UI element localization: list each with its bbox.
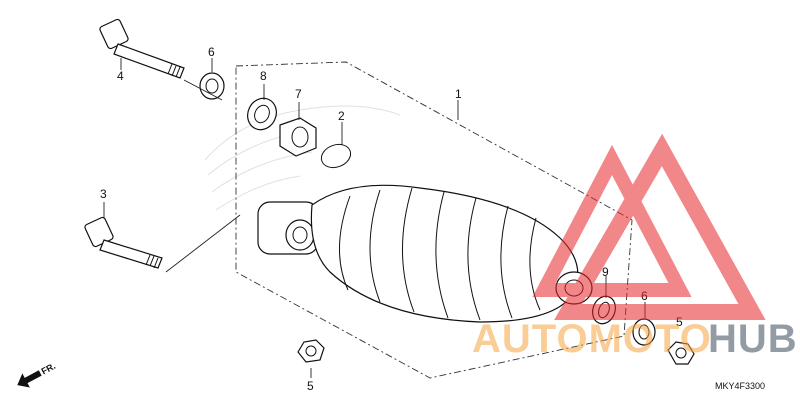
- watermark-logo: AUTOMOTO HUB: [472, 133, 798, 361]
- callout-6-upper: 6: [208, 45, 215, 59]
- bushing-lower: [632, 318, 656, 346]
- direction-label: FR.: [40, 361, 57, 377]
- watermark-brand-part1: AUTOMOTO: [472, 317, 712, 361]
- watermark-triangle-inner: [532, 144, 692, 297]
- bolt-lower: [84, 216, 163, 269]
- bushing-upper: [199, 72, 225, 100]
- assembly-outline: [235, 61, 633, 379]
- callout-2: 2: [338, 109, 345, 123]
- o-ring: [320, 143, 352, 169]
- callout-5-right: 5: [676, 315, 683, 329]
- callout-3: 3: [100, 187, 107, 201]
- callout-9: 9: [602, 265, 609, 279]
- nut-bottom: [297, 339, 325, 363]
- drawing-code: MKY4F3300: [715, 381, 765, 391]
- callout-4: 4: [117, 69, 124, 83]
- callout-5-bottom: 5: [307, 379, 314, 393]
- nut-lower: [667, 341, 695, 365]
- callout-7: 7: [295, 87, 302, 101]
- callout-1: 1: [455, 87, 462, 101]
- watermark-triangle-outer: [554, 133, 766, 320]
- shock-absorber-body: [257, 184, 593, 323]
- callout-8: 8: [260, 69, 267, 83]
- washer: [247, 97, 277, 131]
- bolt-upper: [99, 18, 185, 79]
- watermark-brand-part2: HUB: [708, 317, 798, 361]
- direction-arrow: FR.: [17, 361, 57, 388]
- rubber-mount: [279, 117, 317, 157]
